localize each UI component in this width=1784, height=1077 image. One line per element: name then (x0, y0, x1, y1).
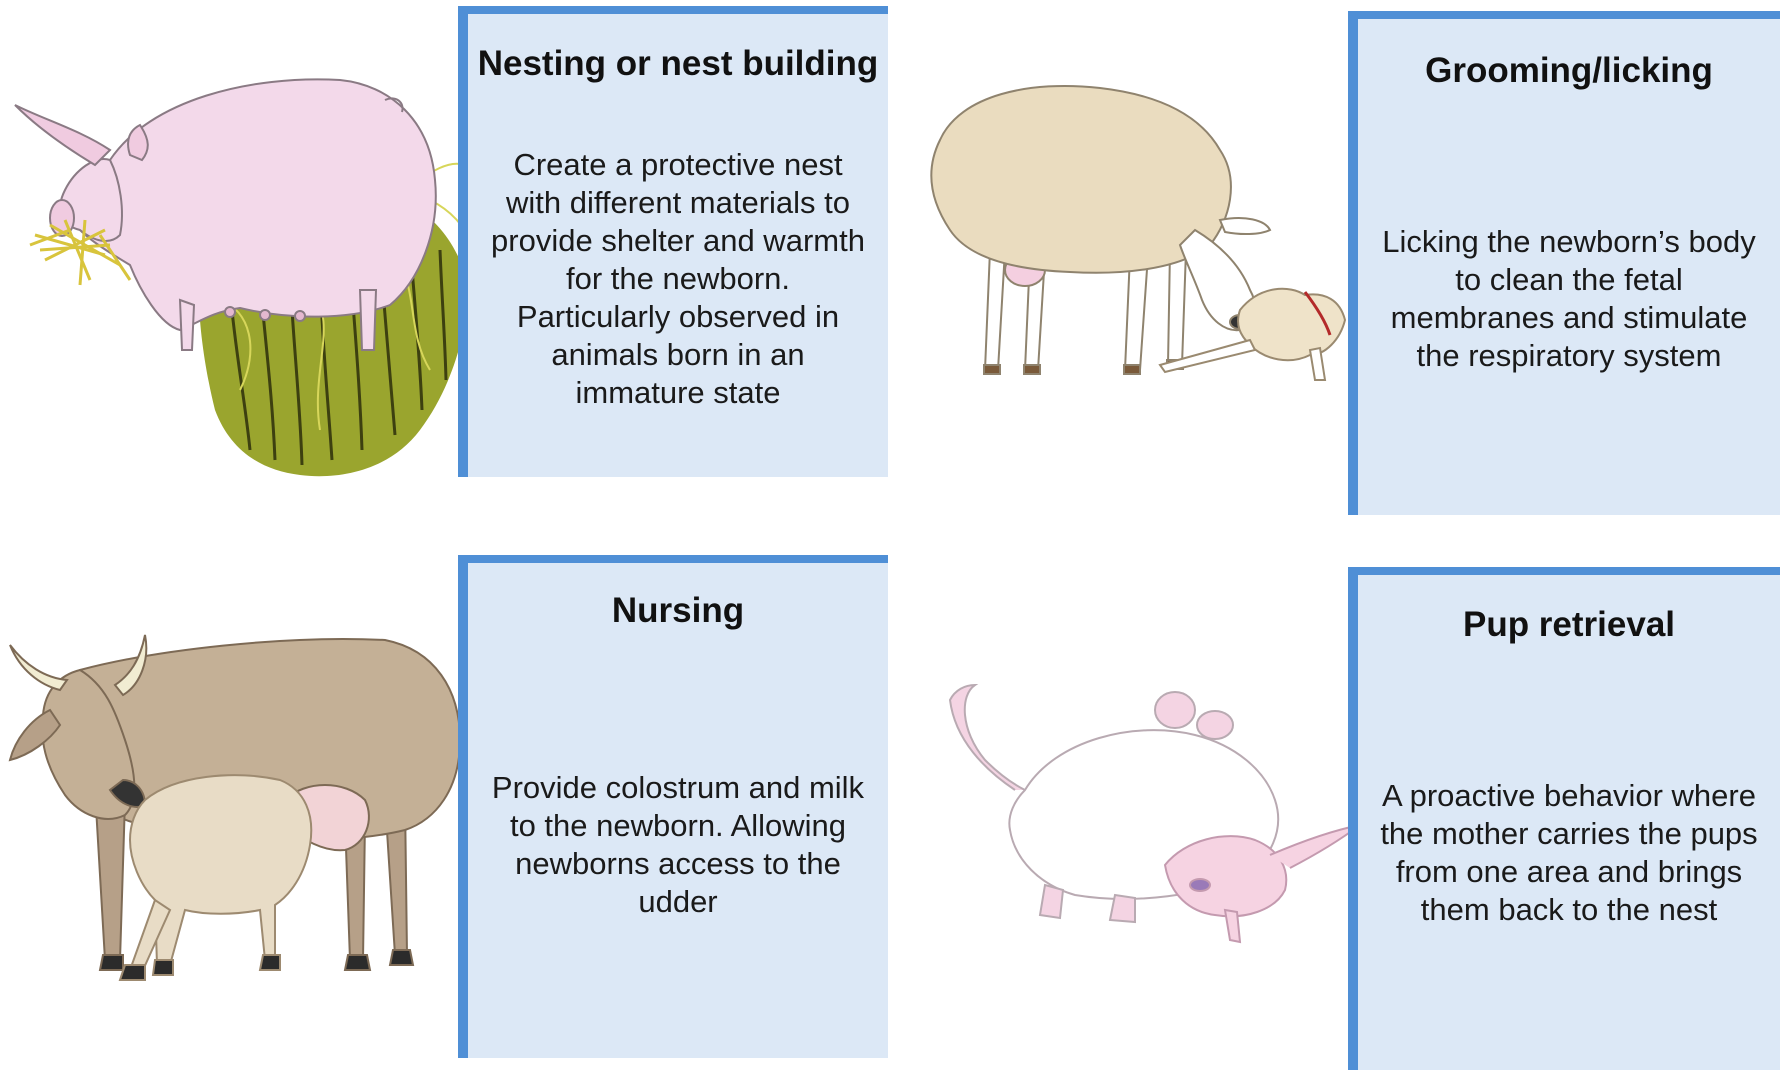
pup-retrieval-panel: Pup retrieval A proactive behavior where… (1348, 567, 1780, 1070)
cow-calf-illustration (8, 634, 462, 981)
nesting-line-1: Create a protective nest (513, 147, 843, 182)
nursing-line-2: to the newborn. Allowing (509, 808, 847, 843)
pup-line-2: the mother carries the pups (1380, 816, 1758, 851)
nesting-panel: Nesting or nest building Create a protec… (458, 6, 888, 477)
rat-pup-illustration (948, 683, 1361, 944)
nesting-line-7: immature state (575, 375, 781, 410)
lamb (1158, 287, 1347, 381)
pup-line-4: them back to the nest (1420, 892, 1718, 927)
grooming-panel: Grooming/licking Licking the newborn’s b… (1348, 11, 1780, 515)
nesting-line-5: Particularly observed in (516, 299, 840, 334)
nesting-description: Create a protective nest with different … (478, 146, 878, 412)
straw (29, 219, 132, 286)
nesting-line-3: provide shelter and warmth (491, 223, 865, 258)
nursing-title: Nursing (611, 591, 745, 630)
pup-line-1: A proactive behavior where (1382, 778, 1756, 813)
sheep (930, 85, 1272, 375)
grooming-description: Licking the newborn’s body to clean the … (1368, 223, 1770, 375)
calf (118, 774, 313, 981)
nesting-line-6: animals born in an (551, 337, 805, 372)
pig-illustration (14, 78, 476, 477)
pup (1163, 824, 1361, 944)
nursing-line-3: newborns access to the (515, 846, 841, 881)
grooming-line-2: to clean the fetal (1455, 262, 1683, 297)
nesting-line-4: for the newborn. (565, 261, 791, 296)
nursing-description: Provide colostrum and milk to the newbor… (478, 769, 878, 921)
pig (14, 78, 437, 351)
nursing-line-1: Provide colostrum and milk (491, 770, 865, 805)
nursing-panel: Nursing Provide colostrum and milk to th… (458, 555, 888, 1058)
pup-retrieval-title: Pup retrieval (1462, 605, 1676, 644)
pup-line-3: from one area and brings (1395, 854, 1743, 889)
grooming-line-1: Licking the newborn’s body (1382, 224, 1756, 259)
nesting-title: Nesting or nest building (477, 44, 879, 83)
nursing-line-4: udder (638, 884, 718, 919)
grooming-title: Grooming/licking (1425, 51, 1713, 90)
grooming-line-3: membranes and stimulate (1390, 300, 1748, 335)
sheep-lamb-illustration (930, 85, 1347, 381)
nesting-line-2: with different materials to (505, 185, 851, 220)
grooming-line-4: the respiratory system (1416, 338, 1722, 373)
pup-retrieval-description: A proactive behavior where the mother ca… (1368, 777, 1770, 929)
